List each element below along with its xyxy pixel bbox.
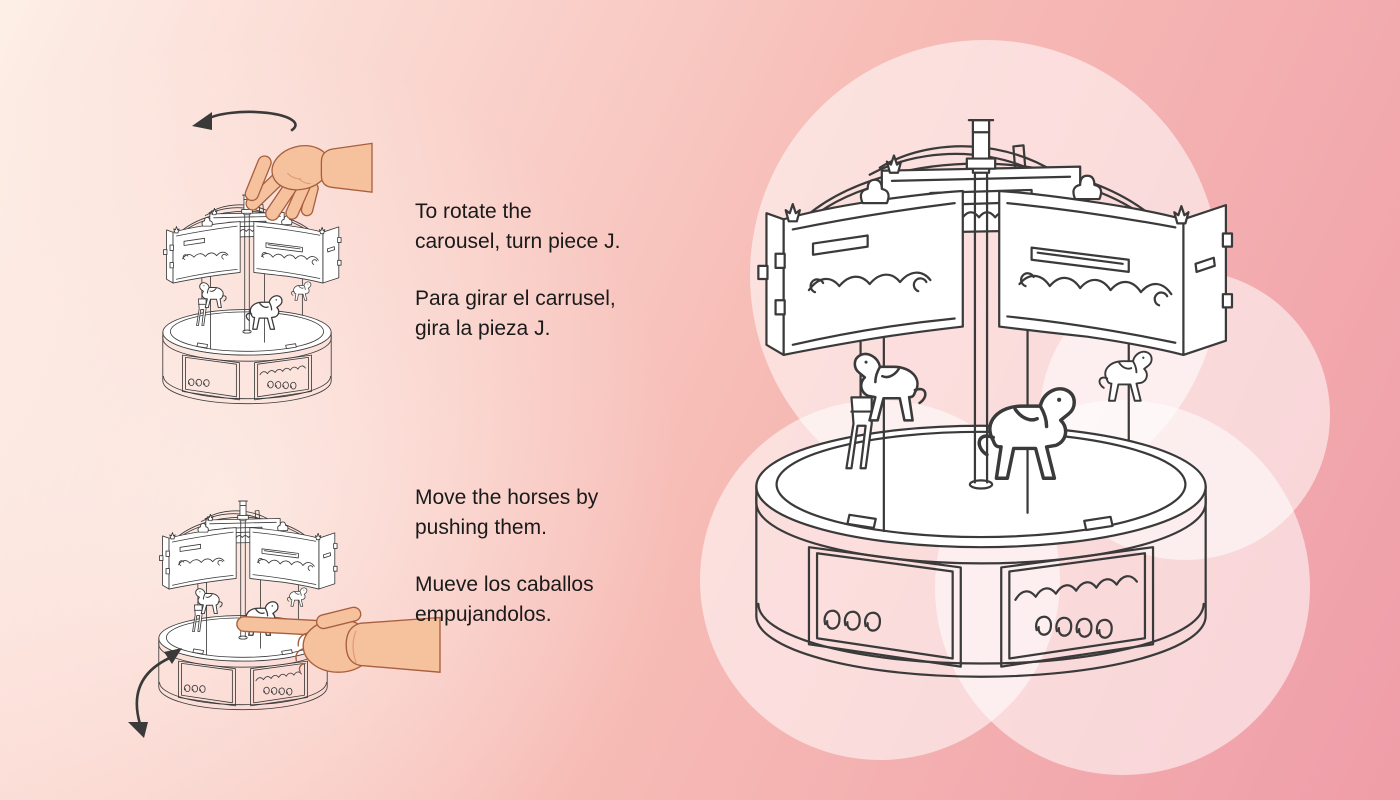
rotate-instruction-en: To rotate the carousel, turn piece J. [415,197,665,258]
move-instruction-text: Move the horses by pushing them. Mueve l… [415,483,665,657]
rotate-instruction-text: To rotate the carousel, turn piece J. Pa… [415,197,665,371]
move-instruction-es: Mueve los caballos empujandolos. [415,570,665,631]
text-line: empujandolos. [415,603,552,627]
pushing-hand-illustration [236,606,441,673]
rotation-arrow-icon [192,110,297,132]
large-carousel-illustration [728,112,1234,699]
text-line: Mueve los caballos [415,572,594,596]
text-line: carousel, turn piece J. [415,230,621,254]
text-line: Move the horses by [415,486,599,509]
text-line: gira la pieza J. [415,317,551,341]
text-line: Para girar el carrusel, [415,286,616,310]
pinching-hand-illustration [244,142,373,221]
rotate-instruction-es: Para girar el carrusel, gira la pieza J. [415,284,665,345]
text-line: To rotate the [415,200,532,223]
text-line: pushing them. [415,516,547,540]
swing-arrow-icon [128,648,182,738]
move-instruction-en: Move the horses by pushing them. [415,483,665,544]
